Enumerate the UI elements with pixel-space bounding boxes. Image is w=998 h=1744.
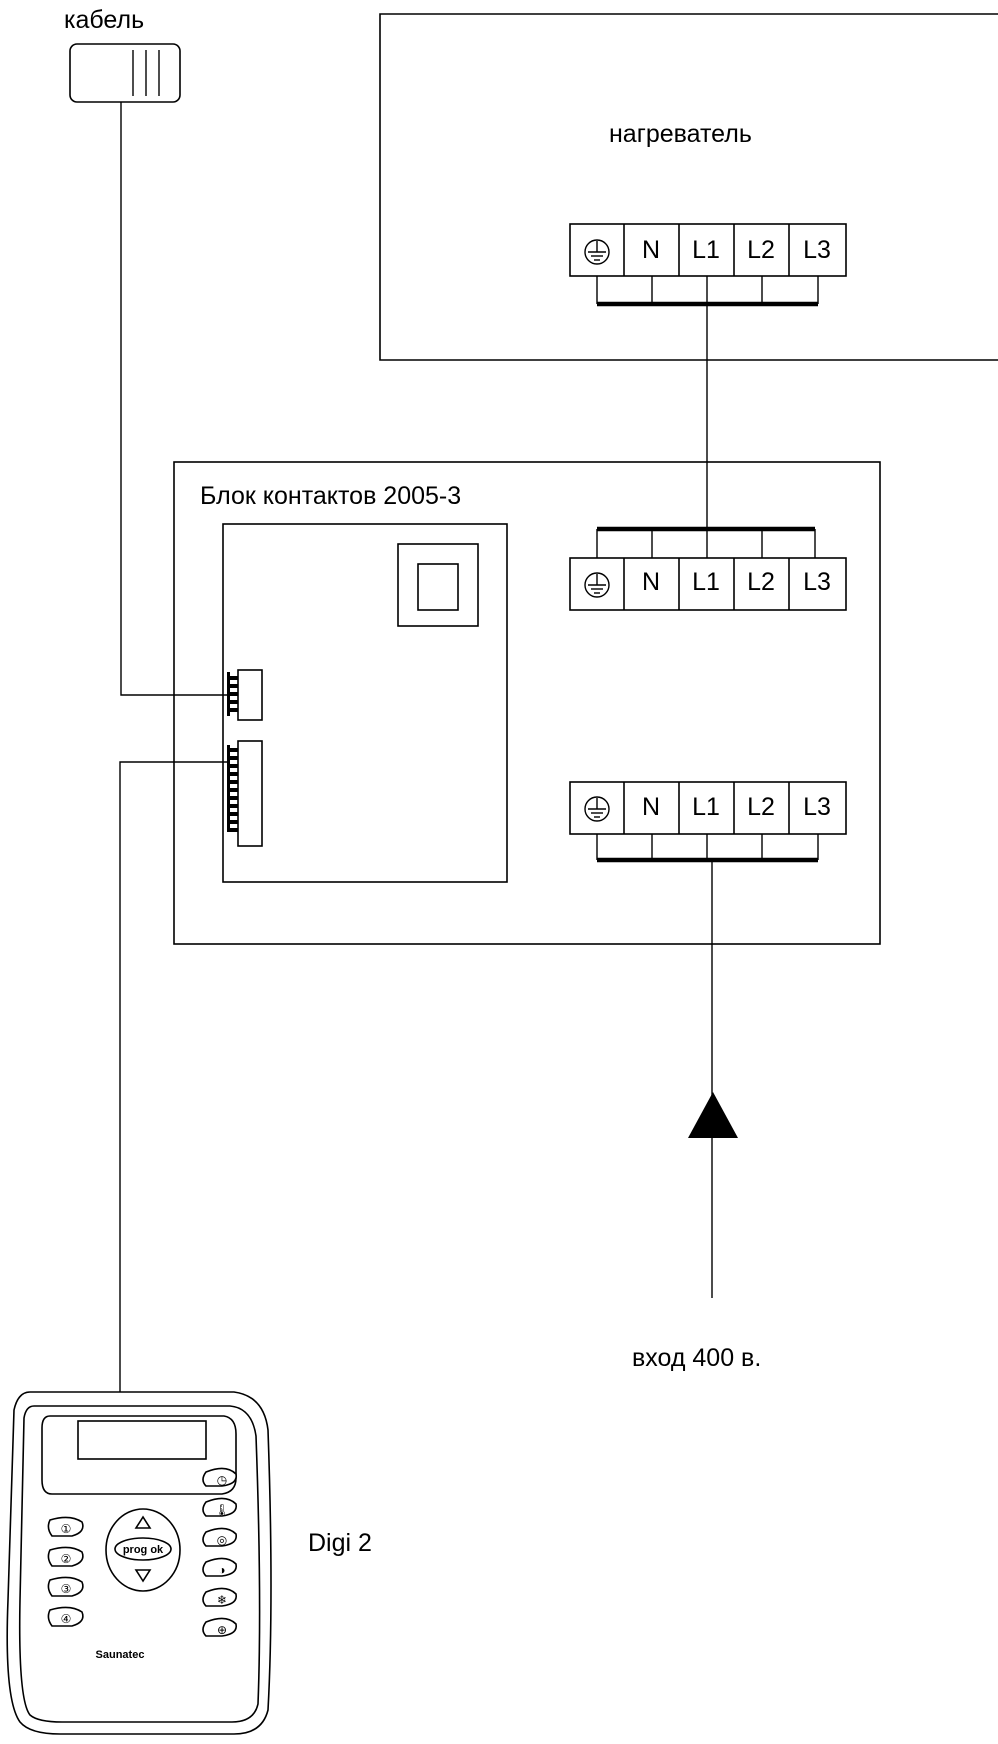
block-bottom-terminal-l2: L2 xyxy=(747,793,775,821)
svg-text:③: ③ xyxy=(61,1582,72,1596)
block-top-terminal-l3: L3 xyxy=(803,568,831,596)
extra-button[interactable]: ⊕ xyxy=(202,1617,238,1637)
clock-icon: ◷ xyxy=(217,1473,228,1487)
block-top-terminal-strip: N L1 L2 L3 xyxy=(569,526,847,611)
heater-terminal-l3: L3 xyxy=(803,236,831,264)
contactor-block-label: Блок контактов 2005-3 xyxy=(200,482,461,510)
prog-ok-button[interactable] xyxy=(114,1537,172,1561)
contactor-block xyxy=(173,461,881,945)
cable-wire xyxy=(120,102,229,696)
block-bottom-terminal-l1: L1 xyxy=(692,793,720,821)
sensor-connector xyxy=(227,669,263,721)
controller-connector xyxy=(227,740,263,847)
navigation-dial[interactable]: prog ok xyxy=(105,1508,181,1592)
block-top-terminal-n: N xyxy=(642,568,660,596)
light-button[interactable]: ◑ xyxy=(202,1557,238,1577)
down-arrow-icon[interactable] xyxy=(134,1569,152,1583)
target-icon: ◎ xyxy=(217,1533,227,1547)
svg-text:①: ① xyxy=(61,1522,72,1536)
fan-button[interactable]: ❄ xyxy=(202,1587,238,1607)
ground-icon xyxy=(584,796,610,822)
timer-button[interactable]: ◷ xyxy=(202,1467,238,1487)
circuit-board xyxy=(222,523,508,883)
controller-label: Digi 2 xyxy=(308,1529,372,1557)
snowflake-icon: ❄ xyxy=(217,1593,227,1607)
half-circle-icon: ◑ xyxy=(218,1563,225,1577)
heater-terminal-l1: L1 xyxy=(692,236,720,264)
brand-label: Saunatec xyxy=(96,1649,145,1661)
thermometer-icon: 🌡 xyxy=(214,1503,229,1517)
relay-outer xyxy=(397,543,479,627)
program-4-button[interactable]: ④ xyxy=(47,1606,84,1627)
up-arrow-icon[interactable] xyxy=(134,1515,152,1529)
svg-text:②: ② xyxy=(61,1552,72,1566)
display-frame xyxy=(41,1415,237,1495)
controller-wire xyxy=(119,761,229,1392)
cable-sensor xyxy=(69,43,181,103)
svg-text:④: ④ xyxy=(61,1612,72,1626)
relay-inner xyxy=(417,563,459,611)
block-top-terminal-l1: L1 xyxy=(692,568,720,596)
program-2-button[interactable]: ② xyxy=(47,1546,84,1567)
input-arrow-icon xyxy=(688,1092,738,1138)
cable-label: кабель xyxy=(64,6,144,34)
heater-box xyxy=(379,13,998,361)
heater-terminal-n: N xyxy=(642,236,660,264)
program-1-button[interactable]: ① xyxy=(47,1516,84,1537)
block-top-terminal-l2: L2 xyxy=(747,568,775,596)
block-bottom-terminal-n: N xyxy=(642,793,660,821)
display-screen xyxy=(77,1420,207,1460)
block-bottom-terminal-strip: N L1 L2 L3 xyxy=(569,781,847,863)
heater-terminal-l2: L2 xyxy=(747,236,775,264)
prog-ok-label: prog ok xyxy=(123,1544,164,1556)
input-label: вход 400 в. xyxy=(632,1344,761,1372)
plus-circle-icon: ⊕ xyxy=(217,1623,227,1637)
ground-icon xyxy=(584,572,610,598)
block-bottom-terminal-l3: L3 xyxy=(803,793,831,821)
humidity-button[interactable]: ◎ xyxy=(202,1527,238,1547)
heater-label: нагреватель xyxy=(609,120,752,148)
program-3-button[interactable]: ③ xyxy=(47,1576,84,1597)
ground-icon xyxy=(584,239,610,265)
heater-terminal-strip: N L1 L2 L3 xyxy=(569,223,847,307)
temperature-button[interactable]: 🌡 xyxy=(202,1497,238,1517)
controller-device: ① ② ③ ④ prog ok ◷ 🌡 xyxy=(6,1391,272,1735)
